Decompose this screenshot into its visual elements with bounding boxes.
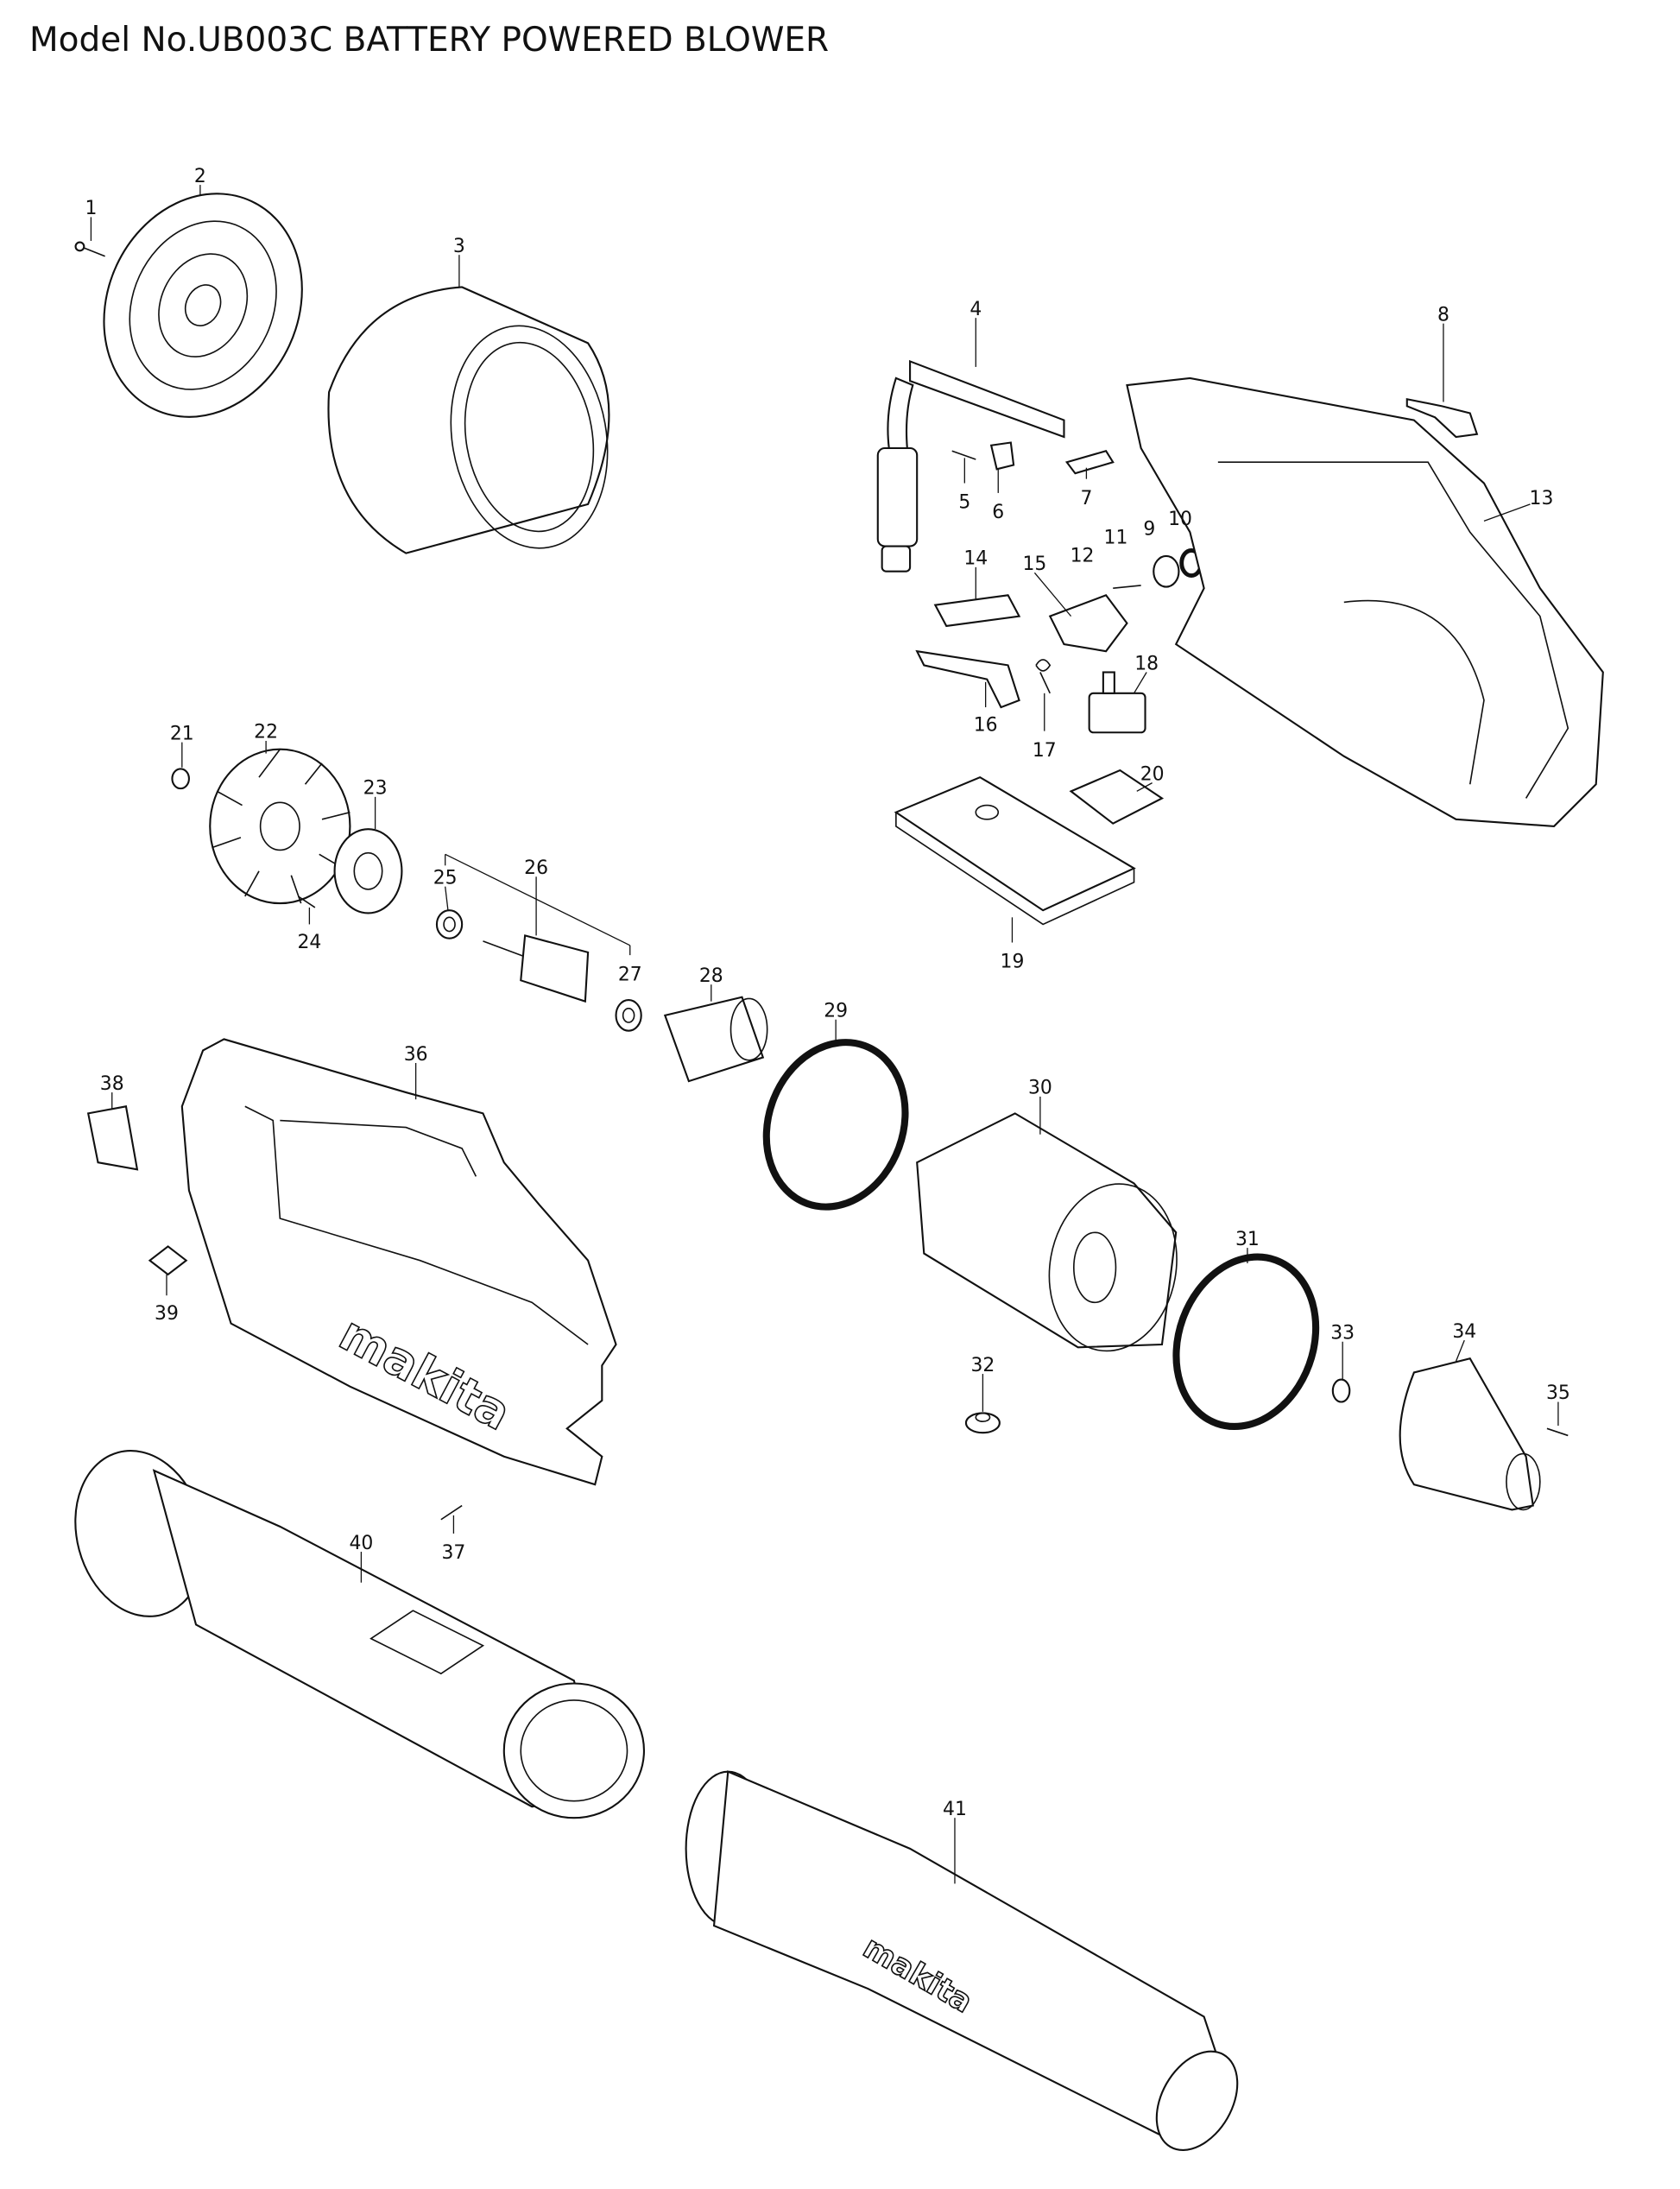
part-label: 14 [963,548,988,570]
part-24-screw [297,895,316,908]
part-34-nozzle-tip [1399,1357,1541,1511]
part-label: 26 [524,857,548,879]
part-18-switch [1088,671,1146,734]
part-number-labels: 1 2 3 4 5 6 7 8 9 10 11 12 13 14 15 16 1… [85,166,1569,1820]
part-15-trigger [1048,594,1128,653]
part-35-screw [1546,1427,1569,1437]
part-label: 33 [1330,1323,1355,1344]
part-6-clip [989,441,1015,471]
part-25-bearing [435,909,464,939]
part-label: 13 [1530,488,1554,509]
part-1-screw [74,241,105,257]
part-label: 38 [100,1073,124,1095]
part-label: 9 [1143,519,1155,541]
part-11-bushing [1153,554,1180,588]
part-12-screw [1113,585,1141,589]
part-label: 34 [1452,1321,1476,1343]
part-label: 24 [297,932,321,953]
part-label: 31 [1235,1229,1260,1250]
part-label: 41 [943,1799,967,1820]
part-13-housing-half [1126,376,1604,827]
part-label: 29 [824,1000,848,1022]
part-label: 23 [363,778,388,800]
part-22-fan [209,748,351,905]
part-label: 28 [699,965,723,987]
part-label: 30 [1028,1078,1052,1099]
part-14-switch-plate [933,594,1021,628]
part-27-bearing [615,998,642,1032]
part-19-controller [894,775,1136,926]
part-label: 18 [1134,653,1159,674]
part-23-motor-bracket [333,828,403,914]
part-5-screw [951,450,976,460]
part-label: 37 [441,1542,465,1564]
part-28-stator [663,996,768,1083]
part-label: 40 [349,1533,373,1554]
part-label: 2 [194,166,206,187]
part-41-nozzle-extension: makita [685,1770,1239,2151]
part-label: 7 [1080,488,1092,509]
leader-lines [90,185,1559,1884]
part-21-nut [171,768,190,790]
part-label: 15 [1022,554,1046,575]
part-label: 36 [404,1044,428,1066]
part-label: 6 [992,502,1004,523]
part-label: 12 [1071,545,1095,566]
part-2-rear-grille [103,193,303,418]
part-label: 1 [85,198,97,219]
part-label: 35 [1546,1382,1570,1404]
part-label: 22 [254,722,278,743]
part-17-spring [1035,659,1052,694]
part-label: 17 [1033,740,1057,762]
part-label: 27 [618,964,642,985]
part-29-o-ring [762,1039,909,1211]
part-26-armature [483,934,590,1003]
part-20-indicator-panel [1069,769,1165,825]
part-label: 20 [1140,763,1165,785]
part-38-label [86,1105,139,1171]
part-4-cable [876,359,1065,573]
part-40-nozzle [74,1450,646,1819]
part-label: 4 [969,299,982,320]
part-36-housing-half: makita [180,1038,617,1486]
part-37-screw [440,1504,463,1521]
part-3-intake-cover [327,286,610,554]
part-8-lever [1405,397,1479,439]
part-label: 16 [974,715,998,737]
part-label: 19 [1001,952,1025,973]
part-label: 21 [170,723,194,744]
part-label: 3 [453,236,465,257]
part-label: 10 [1168,509,1192,530]
part-31-o-ring [1172,1253,1320,1430]
part-label: 32 [970,1355,995,1376]
part-label: 8 [1437,304,1449,326]
part-39-label [148,1245,188,1276]
part-label: 25 [433,867,458,889]
part-30-motor-housing [916,1112,1178,1352]
part-32-grommet [964,1412,1001,1434]
part-label: 39 [155,1303,179,1325]
part-16-lock-lever [915,649,1020,709]
diagram-title: Model No.UB003C BATTERY POWERED BLOWER [29,21,830,60]
part-label: 5 [958,492,970,514]
part-33-plug [1331,1378,1351,1403]
part-label: 11 [1104,527,1128,548]
part-7-bracket [1064,450,1115,475]
